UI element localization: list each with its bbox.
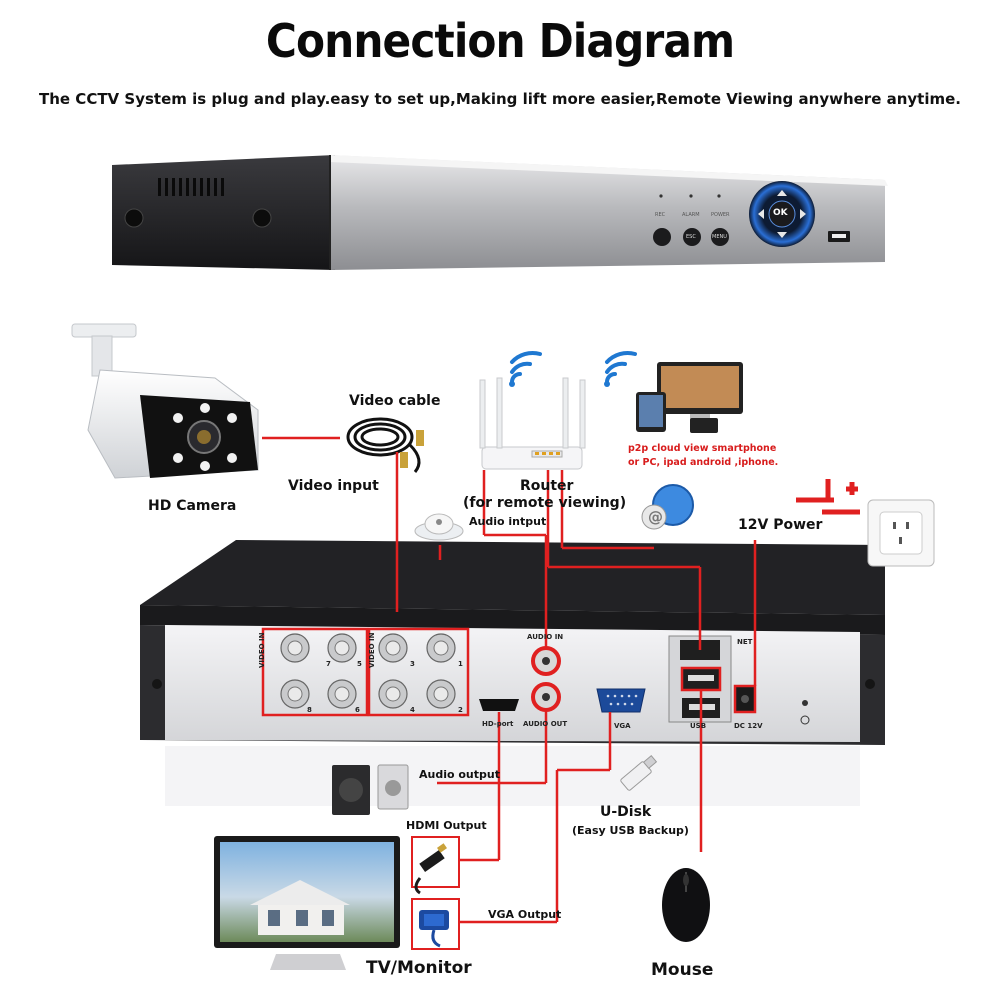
vga-cable-icon: [419, 910, 449, 948]
video-in-label-left: VIDEO IN: [258, 632, 266, 668]
video-input-label: Video input: [288, 478, 379, 494]
hd-camera-label: HD Camera: [148, 498, 237, 514]
power-label: 12V Power: [738, 517, 823, 533]
page-subtitle: The CCTV System is plug and play.easy to…: [39, 90, 961, 108]
net-port-label: NET: [737, 638, 753, 646]
channel-4-label: 4: [410, 706, 415, 714]
vga-output-label: VGA Output: [488, 908, 562, 921]
channel-2-label: 2: [458, 706, 463, 714]
alarm-label: ALARM: [682, 212, 700, 218]
audio-out-label: AUDIO OUT: [523, 720, 568, 728]
usb-disk: [620, 755, 658, 791]
page-title: Connection Diagram: [265, 14, 735, 68]
wiring: [262, 436, 757, 924]
channel-5-label: 5: [357, 660, 362, 668]
hd-camera: [71, 323, 259, 479]
router: [479, 377, 586, 470]
microphone: [414, 513, 464, 541]
tv-monitor-label: TV/Monitor: [366, 958, 472, 978]
at-icon: @: [648, 508, 663, 526]
wall-outlet: [867, 499, 935, 567]
audio-input-label: Audio intput: [469, 515, 547, 528]
usb-port-label: USB: [690, 722, 707, 730]
hdmi-output-label: HDMI Output: [406, 819, 487, 832]
channel-1-label: 1: [458, 660, 463, 668]
channel-3-label: 3: [410, 660, 415, 668]
channel-7-label: 7: [326, 660, 331, 668]
hdmi-cable-icon: [414, 843, 447, 895]
tv-monitor: [214, 836, 400, 970]
channel-6-label: 6: [355, 706, 360, 714]
esc-button[interactable]: ESC: [686, 234, 696, 240]
mouse: [662, 868, 710, 942]
channel-8-label: 8: [307, 706, 312, 714]
hd-port-label: HD-port: [482, 720, 514, 728]
audio-in-label: AUDIO IN: [527, 633, 564, 641]
dvr-front-unit: [112, 155, 888, 270]
video-in-label-right: VIDEO IN: [368, 632, 376, 668]
power-indicator-label: POWER: [711, 212, 730, 218]
wifi-icon-left: [510, 351, 542, 384]
vga-port-label: VGA: [614, 722, 631, 730]
udisk-note: (Easy USB Backup): [572, 824, 689, 837]
dc-port-label: DC 12V: [734, 722, 763, 730]
video-cable-label: Video cable: [349, 393, 441, 409]
menu-button[interactable]: MENU: [712, 234, 727, 240]
remote-devices: [636, 362, 743, 433]
udisk-label: U-Disk: [600, 804, 652, 820]
router-note: (for remote viewing): [463, 495, 627, 511]
ok-button[interactable]: OK: [773, 208, 788, 218]
rec-label: REC: [655, 212, 666, 218]
internet-globe: [641, 484, 694, 530]
speakers: [332, 764, 409, 815]
p2p-note-line1: p2p cloud view smartphone: [628, 443, 777, 454]
power-symbol: [796, 479, 860, 515]
audio-output-label: Audio output: [419, 768, 500, 781]
p2p-note-line2: or PC, ipad android ,iphone.: [628, 457, 779, 468]
video-cable-coil: [346, 417, 421, 473]
dvr-back-unit: [140, 540, 885, 806]
wifi-icon-right: [605, 351, 637, 384]
mouse-label: Mouse: [651, 960, 714, 980]
router-label: Router: [520, 478, 574, 494]
